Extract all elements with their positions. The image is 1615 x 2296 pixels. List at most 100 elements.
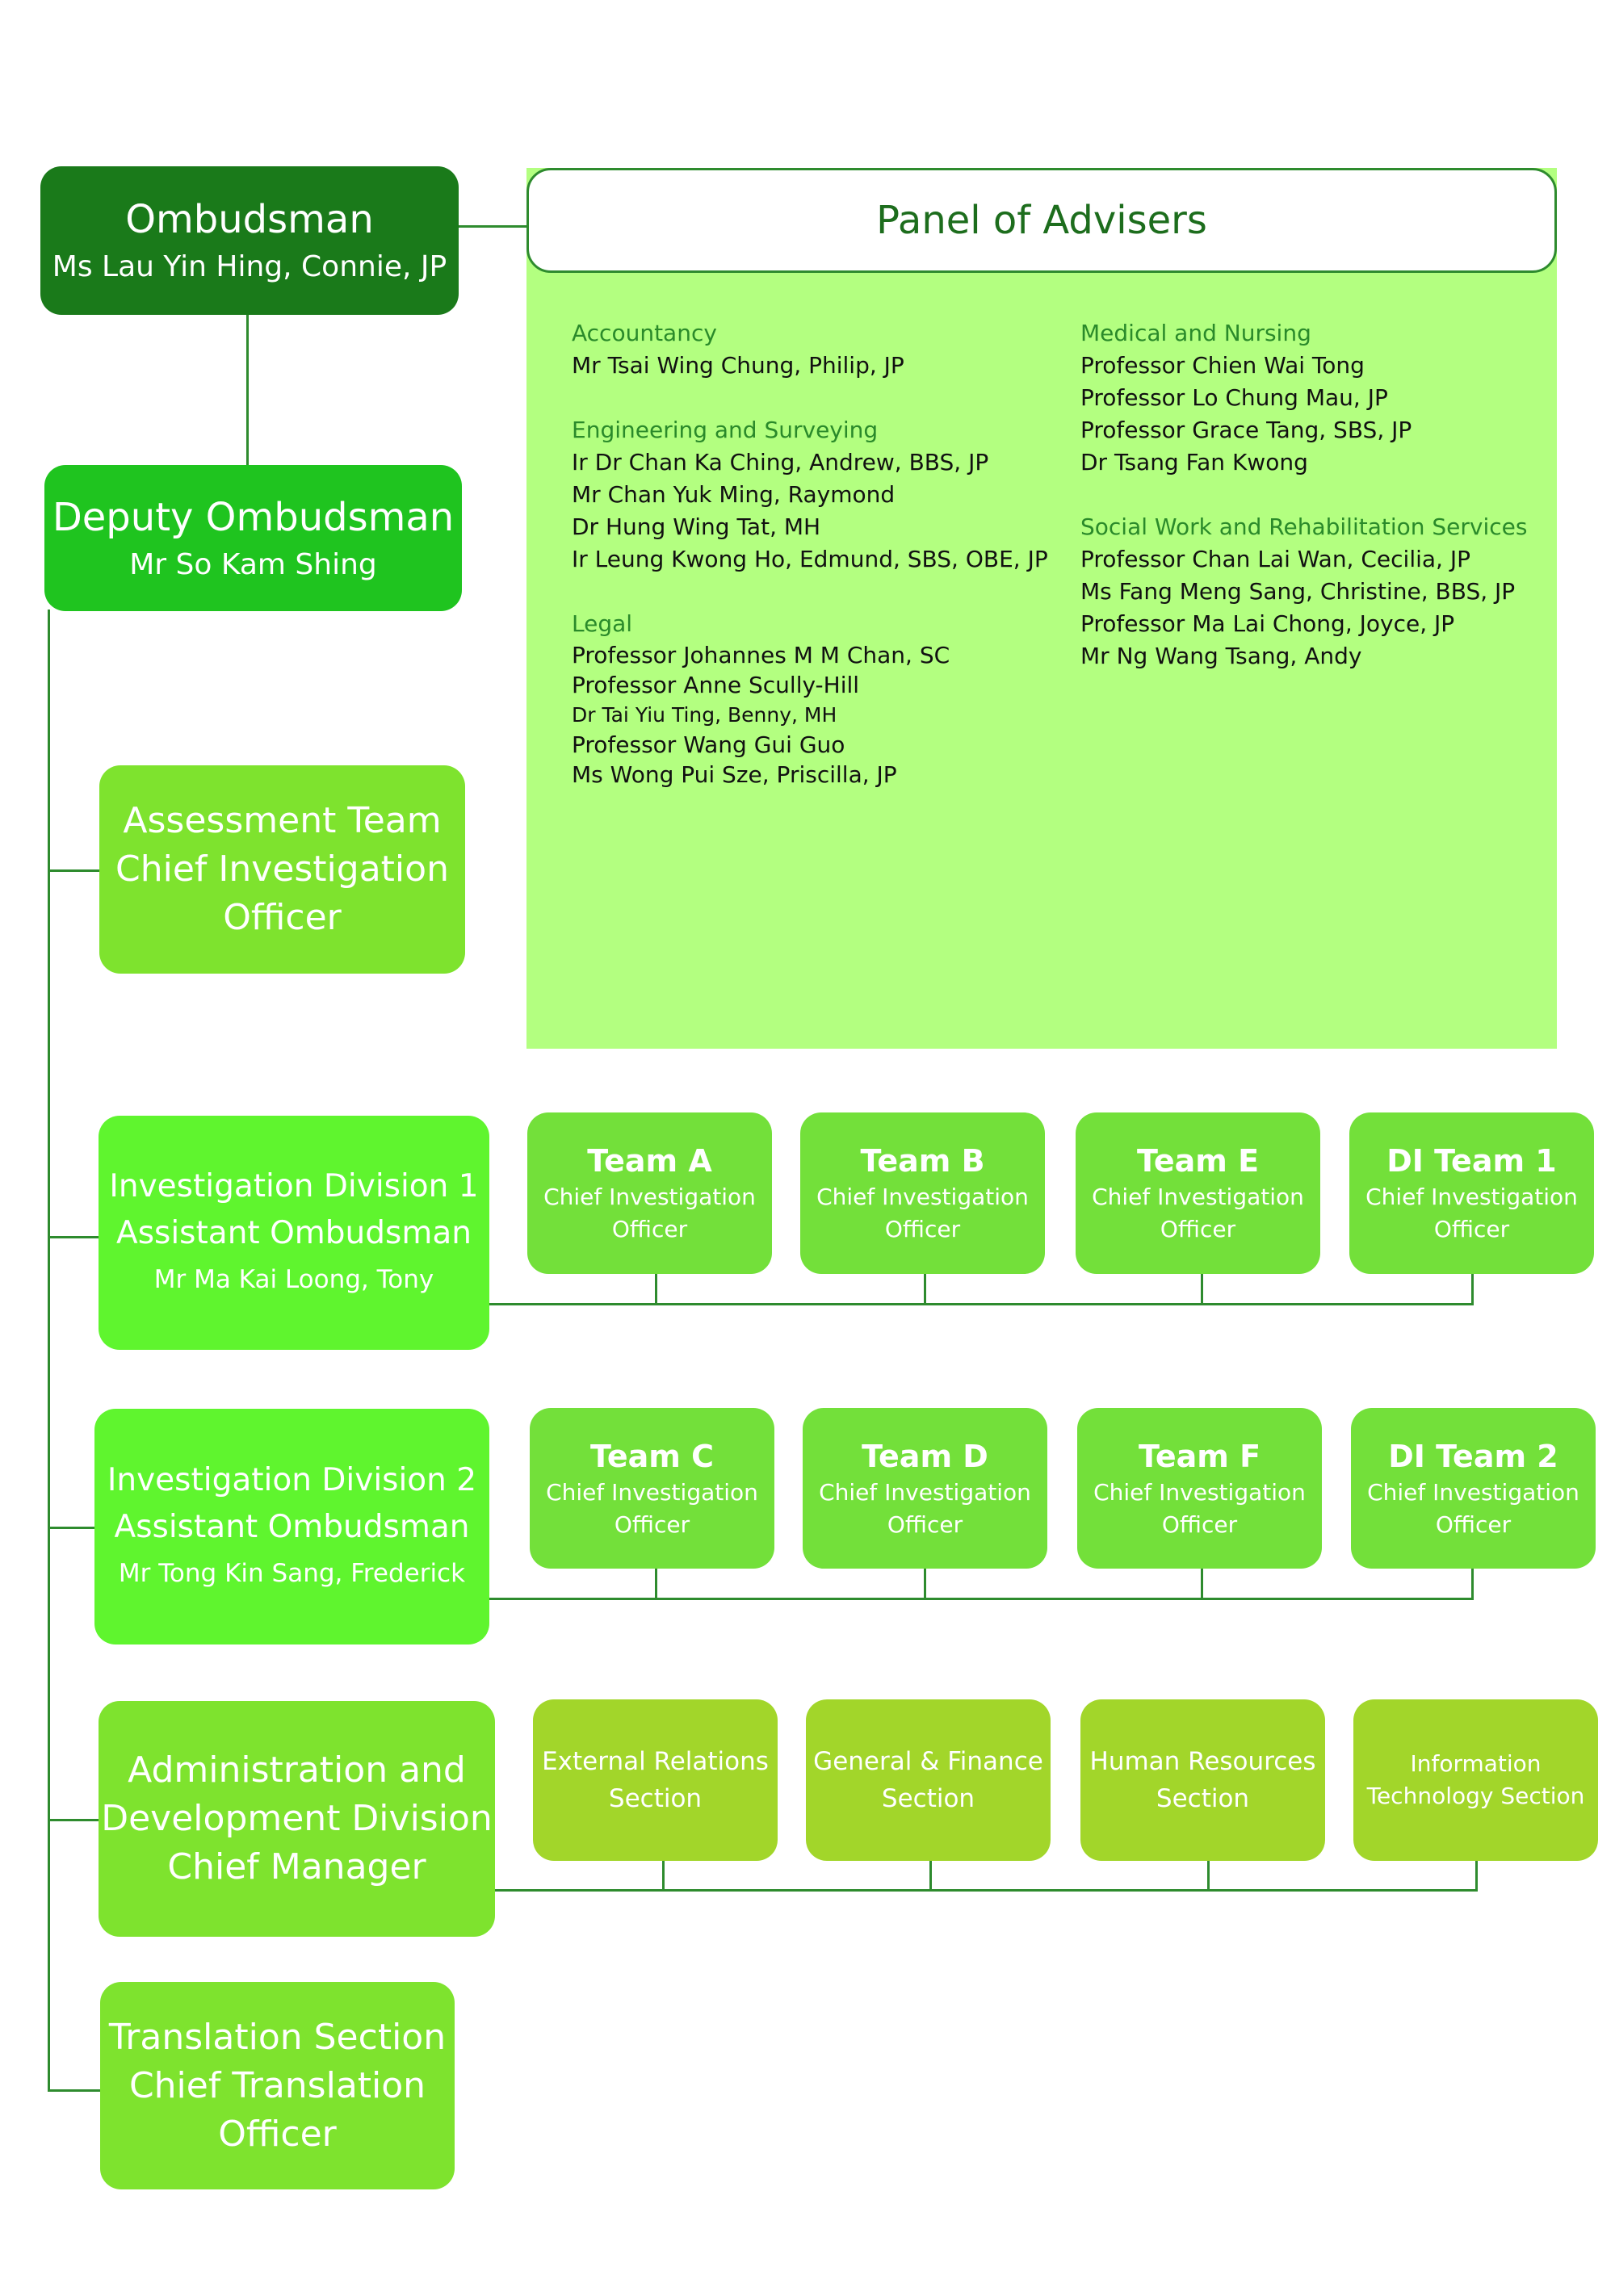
team-name: DI Team 1	[1386, 1143, 1557, 1179]
connector-external-relations	[662, 1861, 665, 1891]
adviser-name: Ir Leung Kwong Ho, Edmund, SBS, OBE, JP	[572, 546, 1048, 572]
team-role: Chief Investigation	[1365, 1184, 1578, 1210]
team-role: Chief Investigation	[546, 1478, 758, 1506]
assessment-line1: Assessment Team	[123, 800, 442, 841]
general-finance-box: General & Finance Section	[806, 1699, 1051, 1861]
connector-team-d	[924, 1569, 926, 1599]
assessment-line2: Chief Investigation	[115, 848, 449, 890]
category-engineering: Engineering and Surveying	[572, 417, 879, 443]
category-accountancy: Accountancy	[572, 320, 717, 346]
team-role: Officer	[884, 1216, 961, 1242]
connector-general-finance	[929, 1861, 932, 1891]
connector-di-team-2	[1471, 1569, 1474, 1599]
adviser-name: Ms Fang Meng Sang, Christine, BBS, JP	[1080, 578, 1516, 605]
team-name: Team A	[587, 1143, 712, 1179]
div2-name: Mr Tong Kin Sang, Frederick	[118, 1559, 466, 1588]
team-d-box: Team D Chief Investigation Officer	[803, 1408, 1047, 1569]
team-name: Team C	[589, 1438, 714, 1474]
information-technology-box: Information Technology Section	[1353, 1699, 1598, 1861]
admin-line3: Chief Manager	[167, 1846, 426, 1887]
deputy-name: Mr So Kam Shing	[129, 547, 377, 581]
team-e-box: Team E Chief Investigation Officer	[1076, 1112, 1320, 1274]
adviser-name: Mr Ng Wang Tsang, Andy	[1080, 643, 1362, 669]
translation-line3: Officer	[218, 2113, 337, 2155]
assessment-team-box: Assessment Team Chief Investigation Offi…	[99, 765, 465, 974]
panel-title: Panel of Advisers	[876, 198, 1207, 243]
adviser-name: Mr Chan Yuk Ming, Raymond	[572, 481, 896, 508]
connector-ombudsman-panel	[459, 225, 526, 228]
section-line1: Human Resources	[1089, 1747, 1316, 1776]
adviser-name: Dr Hung Wing Tat, MH	[572, 513, 821, 540]
translation-section-box: Translation Section Chief Translation Of…	[100, 1982, 455, 2189]
external-relations-box: External Relations Section	[533, 1699, 778, 1861]
admin-line2: Development Division	[101, 1798, 493, 1839]
panel-of-advisers: Panel of Advisers Accountancy Mr Tsai Wi…	[526, 168, 1557, 1049]
team-name: DI Team 2	[1388, 1438, 1558, 1474]
connector-branch-div1	[48, 1236, 99, 1238]
connector-teams2-bus	[489, 1598, 1474, 1600]
section-line2: Technology Section	[1366, 1783, 1585, 1809]
panel-header: Panel of Advisers	[526, 168, 1557, 273]
category-social-work: Social Work and Rehabilitation Services	[1080, 513, 1528, 540]
connector-branch-admin	[48, 1819, 99, 1821]
team-b-box: Team B Chief Investigation Officer	[800, 1112, 1045, 1274]
team-name: Team E	[1136, 1143, 1260, 1179]
connector-teams1-bus	[489, 1303, 1474, 1305]
deputy-ombudsman-box: Deputy Ombudsman Mr So Kam Shing	[44, 465, 462, 611]
connector-main-vertical	[48, 610, 50, 2091]
investigation-division-2-box: Investigation Division 2 Assistant Ombud…	[94, 1409, 489, 1644]
connector-branch-assessment	[48, 869, 99, 872]
connector-team-f	[1201, 1569, 1203, 1599]
team-role: Officer	[611, 1216, 688, 1242]
panel-right-column: Medical and Nursing Professor Chien Wai …	[1080, 317, 1549, 672]
team-role: Officer	[1160, 1216, 1236, 1242]
section-line2: Section	[1156, 1784, 1250, 1813]
investigation-division-1-box: Investigation Division 1 Assistant Ombud…	[99, 1116, 489, 1350]
adviser-name: Professor Grace Tang, SBS, JP	[1080, 417, 1412, 443]
team-role: Officer	[887, 1510, 963, 1538]
team-role: Chief Investigation	[1367, 1478, 1579, 1506]
assessment-line3: Officer	[223, 897, 342, 938]
connector-branch-div2	[48, 1527, 96, 1529]
section-line2: Section	[881, 1784, 975, 1813]
adviser-name: Professor Johannes M M Chan, SC	[572, 642, 950, 668]
team-role: Chief Investigation	[1093, 1478, 1306, 1506]
connector-sections-bus	[494, 1889, 1478, 1892]
adviser-name: Mr Tsai Wing Chung, Philip, JP	[572, 352, 904, 379]
translation-line2: Chief Translation	[128, 2064, 426, 2106]
div1-line2: Assistant Ombudsman	[116, 1215, 472, 1251]
team-role: Officer	[1435, 1510, 1512, 1538]
section-line1: Information	[1410, 1750, 1542, 1777]
team-a-box: Team A Chief Investigation Officer	[527, 1112, 772, 1274]
section-line1: External Relations	[542, 1747, 769, 1776]
team-name: Team F	[1138, 1438, 1261, 1474]
adviser-name: Ms Wong Pui Sze, Priscilla, JP	[572, 761, 897, 788]
div1-line1: Investigation Division 1	[109, 1168, 479, 1205]
adviser-name: Professor Wang Gui Guo	[572, 731, 845, 758]
di-team-2-box: DI Team 2 Chief Investigation Officer	[1351, 1408, 1596, 1569]
adviser-name: Professor Chan Lai Wan, Cecilia, JP	[1080, 546, 1470, 572]
connector-di-team-1	[1471, 1274, 1474, 1305]
team-role: Chief Investigation	[819, 1478, 1031, 1506]
connector-information-technology	[1475, 1861, 1478, 1891]
section-line2: Section	[608, 1784, 703, 1813]
connector-team-c	[655, 1569, 657, 1599]
section-line1: General & Finance	[813, 1747, 1043, 1776]
team-role: Officer	[614, 1510, 690, 1538]
category-legal: Legal	[572, 610, 633, 637]
di-team-1-box: DI Team 1 Chief Investigation Officer	[1349, 1112, 1594, 1274]
connector-team-e	[1201, 1274, 1203, 1305]
connector-ombudsman-deputy	[246, 315, 249, 465]
ombudsman-title: Ombudsman	[125, 197, 374, 242]
team-c-box: Team C Chief Investigation Officer	[530, 1408, 774, 1569]
ombudsman-name: Ms Lau Yin Hing, Connie, JP	[52, 250, 447, 283]
div1-name: Mr Ma Kai Loong, Tony	[153, 1265, 434, 1294]
team-role: Chief Investigation	[543, 1184, 756, 1210]
human-resources-box: Human Resources Section	[1080, 1699, 1325, 1861]
adviser-name: Dr Tsang Fan Kwong	[1080, 449, 1308, 476]
ombudsman-box: Ombudsman Ms Lau Yin Hing, Connie, JP	[40, 166, 459, 315]
adviser-name: Professor Lo Chung Mau, JP	[1080, 384, 1388, 411]
team-name: Team B	[860, 1143, 985, 1179]
div2-line2: Assistant Ombudsman	[114, 1509, 470, 1545]
panel-left-column: Accountancy Mr Tsai Wing Chung, Philip, …	[572, 317, 1089, 790]
